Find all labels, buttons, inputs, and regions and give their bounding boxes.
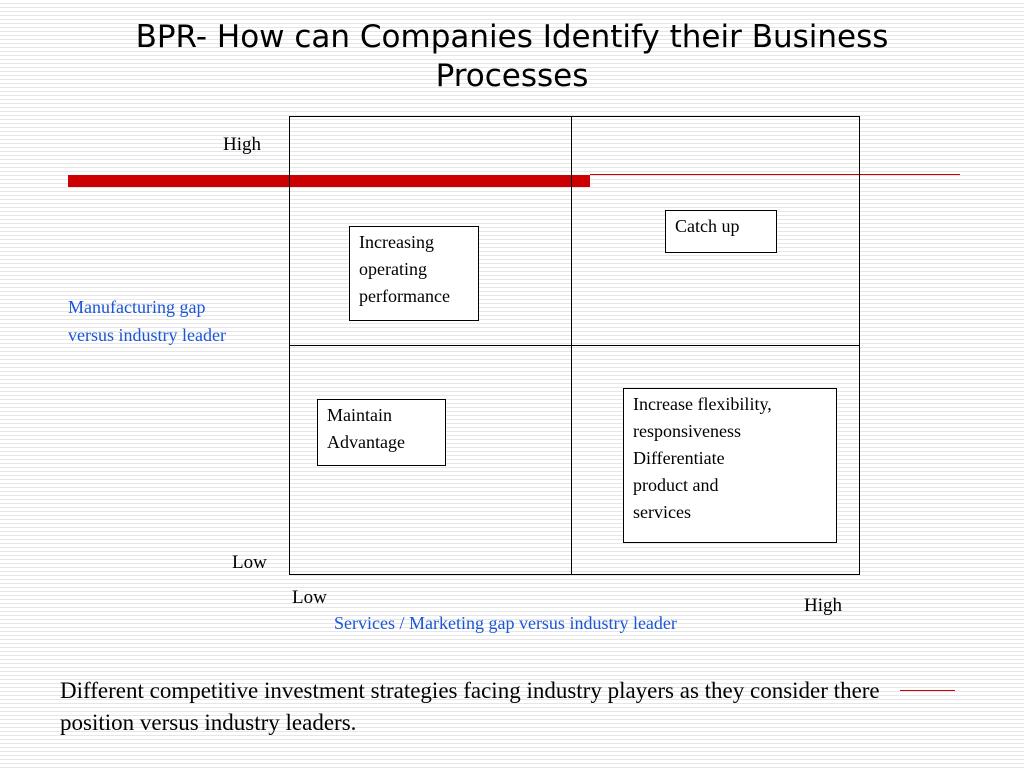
quadrant-text-line: Advantage xyxy=(327,432,405,452)
slide-title-line-2: Processes xyxy=(435,58,589,94)
x-axis-title: Services / Marketing gap versus industry… xyxy=(334,613,677,633)
quadrant-text-line: Increasing xyxy=(359,232,434,252)
quadrant-text-line: product and xyxy=(633,475,719,495)
quadrant-text-line: Maintain xyxy=(327,405,392,425)
quadrant-top-left-box: Increasing operating performance xyxy=(349,226,479,321)
x-axis-low-label: Low xyxy=(292,587,327,608)
quadrant-bottom-left-box: Maintain Advantage xyxy=(317,399,446,466)
red-accent-line-bottom xyxy=(900,690,955,691)
quadrant-text-line: Increase flexibility, xyxy=(633,394,772,414)
quadrant-text-line: responsiveness xyxy=(633,421,741,441)
quadrant-text-line: Differentiate xyxy=(633,448,725,468)
y-axis-low-label: Low xyxy=(232,552,267,573)
quadrant-text-line: performance xyxy=(359,286,450,306)
red-accent-line xyxy=(590,174,960,175)
y-axis-title-line-2: versus industry leader xyxy=(68,325,226,345)
y-axis-title-line-1: Manufacturing gap xyxy=(68,297,206,317)
quadrant-top-right-box: Catch up xyxy=(665,210,777,253)
quadrant-bottom-right-box: Increase flexibility, responsiveness Dif… xyxy=(623,388,837,543)
quadrant-text-line: services xyxy=(633,502,691,522)
y-axis-high-label: High xyxy=(223,134,261,155)
x-axis-high-label: High xyxy=(804,595,842,616)
quadrant-text-line: operating xyxy=(359,259,427,279)
red-accent-bar xyxy=(68,175,590,187)
y-axis-title: Manufacturing gap versus industry leader xyxy=(68,293,226,349)
grid-horizontal-divider xyxy=(289,345,860,346)
quadrant-text-line: Catch up xyxy=(675,216,740,236)
footnote-text: Different competitive investment strateg… xyxy=(60,678,880,735)
slide-title-line-1: BPR- How can Companies Identify their Bu… xyxy=(135,19,889,55)
slide-title: BPR- How can Companies Identify their Bu… xyxy=(40,18,984,96)
